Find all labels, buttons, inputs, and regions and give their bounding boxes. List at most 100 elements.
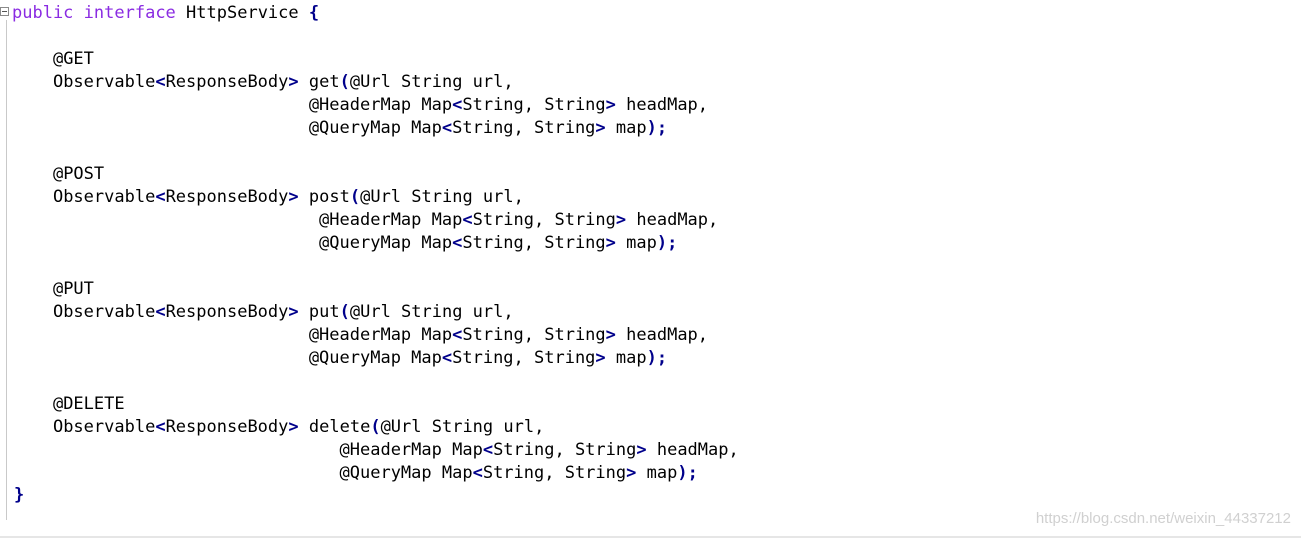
generic-args: String, String — [452, 118, 596, 138]
param-headermap: @HeaderMap Map — [308, 95, 453, 115]
paren-close: ); — [646, 118, 668, 138]
generic-close: > — [636, 440, 647, 460]
generic-args: String, String — [452, 348, 596, 368]
param-querymap: @QueryMap Map — [308, 118, 442, 138]
code-line-interface-decl: public interface HttpService { — [12, 2, 319, 25]
method-name-post: post — [308, 187, 350, 207]
param-url: @Url String url, — [349, 302, 514, 322]
generic-open: < — [462, 210, 473, 230]
code-line-closing: } — [14, 484, 24, 507]
method-name-delete: delete — [308, 417, 371, 437]
code-line-get-signature: Observable<ResponseBody> get(@Url String… — [12, 71, 514, 94]
param-name: map — [605, 118, 647, 138]
param-url: @Url String url, — [360, 187, 524, 207]
param-url: @Url String url, — [380, 417, 545, 437]
generic-close: > — [288, 417, 299, 437]
generic-args: String, String — [482, 463, 627, 483]
annotation-delete: @DELETE — [52, 394, 125, 414]
generic-close: > — [615, 210, 627, 230]
param-name: headMap, — [626, 210, 719, 230]
paren-open: ( — [339, 72, 350, 92]
generic-args: String, String — [462, 233, 606, 253]
code-line-delete-headermap: @HeaderMap Map<String, String> headMap, — [12, 439, 739, 462]
generic-args: String, String — [472, 210, 616, 230]
generic-close: > — [288, 72, 299, 92]
paren-close: ); — [646, 348, 668, 368]
generic-close: > — [626, 463, 637, 483]
generic-open: < — [441, 118, 453, 138]
generic-open: < — [155, 72, 166, 92]
param-name: map — [636, 463, 678, 483]
return-type-observable: Observable — [52, 417, 156, 437]
watermark-text: https://blog.csdn.net/weixin_44337212 — [1035, 510, 1291, 527]
method-name-put: put — [308, 302, 340, 322]
generic-open: < — [441, 348, 453, 368]
generic-args: String, String — [462, 95, 606, 115]
code-line-post-querymap: @QueryMap Map<String, String> map); — [12, 232, 677, 255]
code-line-put-headermap: @HeaderMap Map<String, String> headMap, — [12, 324, 708, 347]
code-line-get-annotation: @GET — [12, 48, 94, 71]
generic-open: < — [452, 95, 463, 115]
generic-close: > — [605, 95, 616, 115]
code-line-post-signature: Observable<ResponseBody> post(@Url Strin… — [12, 186, 524, 209]
return-type-param: ResponseBody — [165, 72, 289, 92]
generic-close: > — [605, 233, 616, 253]
generic-close: > — [605, 325, 616, 345]
code-line-delete-annotation: @DELETE — [12, 393, 125, 416]
annotation-post: @POST — [52, 164, 105, 184]
param-name: headMap, — [615, 95, 709, 115]
generic-open: < — [155, 417, 166, 437]
code-line-get-querymap: @QueryMap Map<String, String> map); — [12, 117, 667, 140]
param-name: map — [615, 233, 657, 253]
generic-args: String, String — [462, 325, 606, 345]
paren-open: ( — [349, 187, 361, 207]
code-line-put-signature: Observable<ResponseBody> put(@Url String… — [12, 301, 514, 324]
return-type-observable: Observable — [52, 72, 156, 92]
param-name: headMap, — [615, 325, 709, 345]
generic-close: > — [595, 118, 606, 138]
interface-name: HttpService — [186, 3, 299, 23]
param-querymap: @QueryMap Map — [339, 463, 473, 483]
generic-open: < — [155, 187, 166, 207]
generic-open: < — [452, 233, 463, 253]
param-headermap: @HeaderMap Map — [319, 210, 463, 230]
keyword-public: public — [12, 3, 74, 23]
code-line-post-annotation: @POST — [12, 163, 104, 186]
code-line-delete-signature: Observable<ResponseBody> delete(@Url Str… — [12, 416, 544, 439]
generic-args: String, String — [493, 440, 637, 460]
code-line-put-annotation: @PUT — [12, 278, 94, 301]
return-type-observable: Observable — [52, 302, 156, 322]
return-type-observable: Observable — [52, 187, 156, 207]
paren-open: ( — [339, 302, 350, 322]
generic-close: > — [595, 348, 606, 368]
annotation-get: @GET — [52, 49, 94, 69]
code-line-get-headermap: @HeaderMap Map<String, String> headMap, — [12, 94, 708, 117]
param-headermap: @HeaderMap Map — [308, 325, 453, 345]
code-line-post-headermap: @HeaderMap Map<String, String> headMap, — [12, 209, 718, 232]
param-querymap: @QueryMap Map — [308, 348, 442, 368]
param-name: map — [605, 348, 647, 368]
generic-open: < — [482, 440, 494, 460]
param-querymap: @QueryMap Map — [319, 233, 453, 253]
generic-close: > — [288, 302, 299, 322]
code-line-delete-querymap: @QueryMap Map<String, String> map); — [12, 462, 698, 485]
param-name: headMap, — [646, 440, 739, 460]
fold-collapse-icon[interactable] — [0, 7, 9, 16]
generic-open: < — [452, 325, 463, 345]
keyword-interface: interface — [83, 3, 176, 23]
bottom-border — [0, 536, 1301, 538]
paren-close: ); — [656, 233, 678, 253]
return-type-param: ResponseBody — [165, 187, 289, 207]
param-headermap: @HeaderMap Map — [339, 440, 483, 460]
fold-guide-line — [6, 20, 7, 520]
close-brace: } — [14, 485, 25, 505]
annotation-put: @PUT — [52, 279, 94, 299]
method-name-get: get — [308, 72, 340, 92]
generic-close: > — [288, 187, 299, 207]
return-type-param: ResponseBody — [165, 302, 289, 322]
generic-open: < — [472, 463, 483, 483]
paren-open: ( — [370, 417, 381, 437]
code-line-put-querymap: @QueryMap Map<String, String> map); — [12, 347, 667, 370]
return-type-param: ResponseBody — [165, 417, 289, 437]
